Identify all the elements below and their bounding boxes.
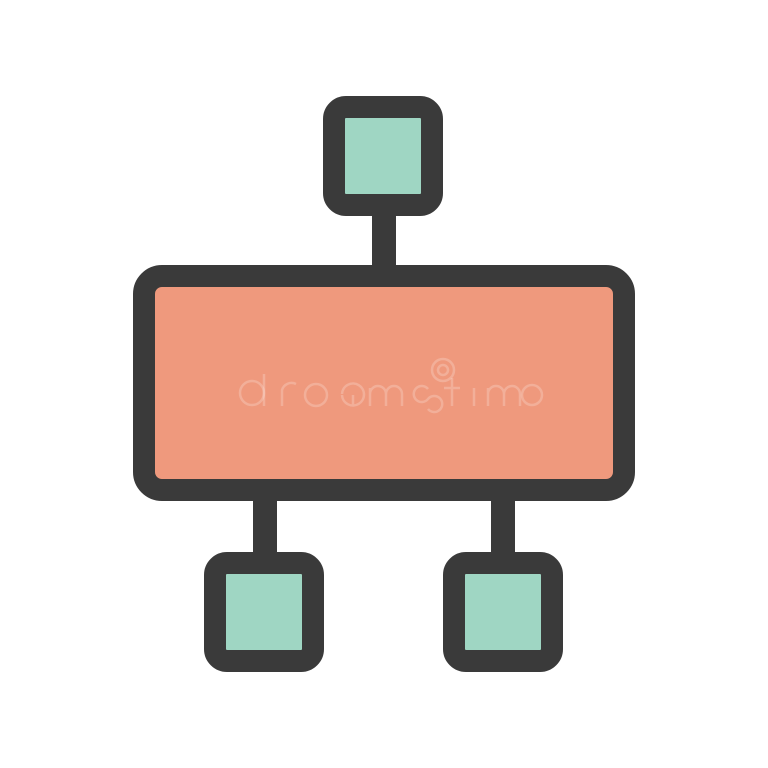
bottom-left-node <box>204 552 324 672</box>
top-node <box>323 96 443 216</box>
main-block <box>133 265 635 501</box>
watermark-logo <box>238 357 544 414</box>
bottom-right-node <box>443 552 563 672</box>
